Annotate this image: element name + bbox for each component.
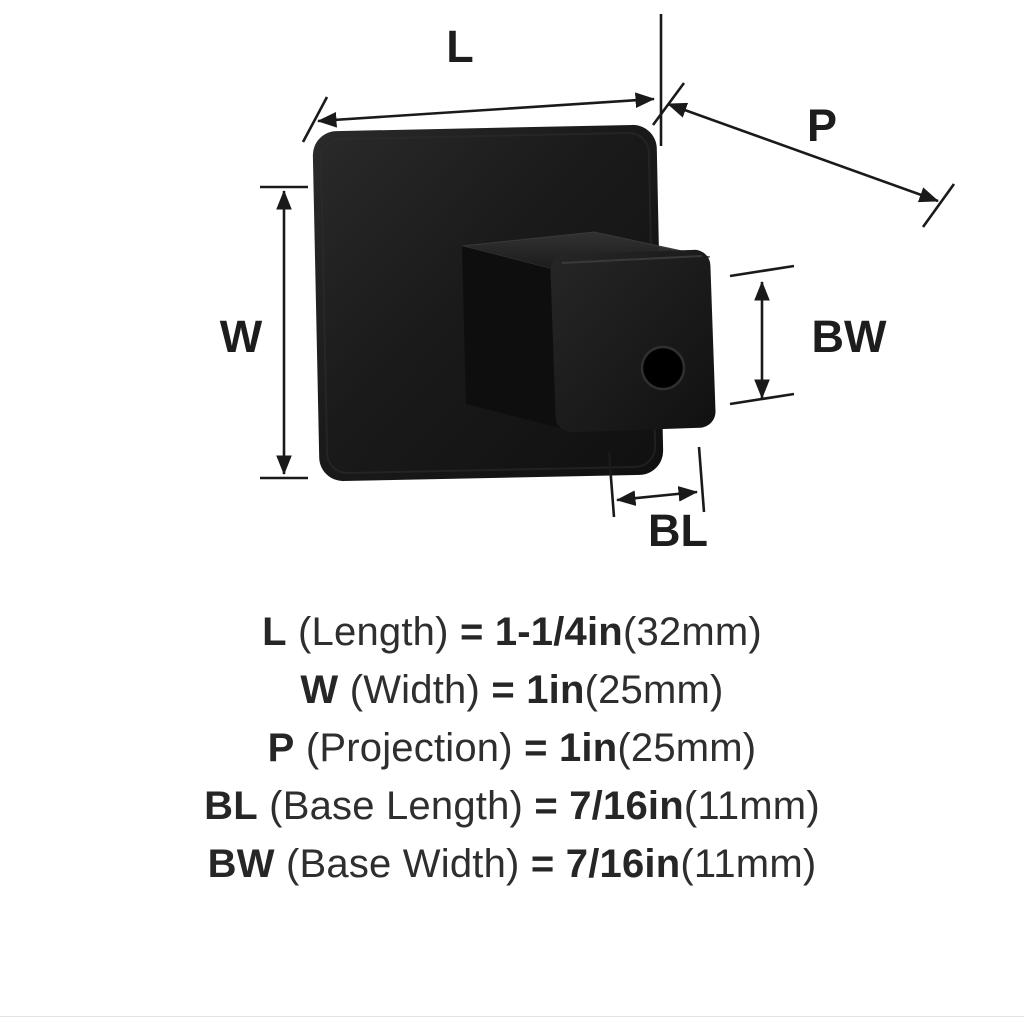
spec-code: L xyxy=(262,610,287,654)
spec-line-base-width: BW (Base Width) = 7/16in(11mm) xyxy=(0,835,1024,893)
knob-illustration xyxy=(312,124,716,482)
dim-base-length-right-extension xyxy=(697,446,706,513)
dim-width-group: W xyxy=(220,185,308,480)
spec-code: W xyxy=(300,668,339,712)
dim-projection-label: P xyxy=(807,100,837,151)
spec-equals: = xyxy=(491,668,527,712)
spec-code: BW xyxy=(207,842,275,886)
spec-value: 7/16in xyxy=(565,842,681,886)
spec-desc: (Base Length) xyxy=(257,784,535,828)
dim-base-width-bottom-tick xyxy=(729,392,795,406)
spec-desc: (Base Width) xyxy=(274,842,531,886)
dim-projection-group: P xyxy=(651,82,956,228)
spec-code: P xyxy=(267,726,295,770)
spec-value: 1in xyxy=(526,668,585,712)
dim-projection-arrow xyxy=(667,102,939,203)
knob-stem-front-top-highlight xyxy=(561,255,703,264)
spec-desc: (Length) xyxy=(286,610,460,654)
dim-base-width-group: BW xyxy=(729,264,887,406)
spec-metric: (25mm) xyxy=(584,668,724,712)
dim-base-length-group: BL xyxy=(607,446,708,556)
dim-base-length-label: BL xyxy=(648,505,708,556)
spec-list: L (Length) = 1-1/4in(32mm) W (Width) = 1… xyxy=(0,603,1024,893)
spec-desc: (Projection) xyxy=(294,726,525,770)
spec-line-base-length: BL (Base Length) = 7/16in(11mm) xyxy=(0,777,1024,835)
spec-equals: = xyxy=(530,842,566,886)
spec-value: 1-1/4in xyxy=(494,610,623,654)
dim-length-arrow xyxy=(317,92,655,128)
dim-base-width-label: BW xyxy=(812,311,887,362)
spec-line-width: W (Width) = 1in(25mm) xyxy=(0,661,1024,719)
dim-length-label: L xyxy=(446,21,474,72)
spec-line-length: L (Length) = 1-1/4in(32mm) xyxy=(0,603,1024,661)
dim-base-width-top-tick xyxy=(729,264,795,278)
dim-base-length-arrow xyxy=(616,486,698,506)
spec-code: BL xyxy=(204,784,258,828)
spec-value: 7/16in xyxy=(569,784,684,828)
spec-metric: (11mm) xyxy=(683,784,820,828)
spec-metric: (25mm) xyxy=(617,726,757,770)
spec-equals: = xyxy=(459,610,495,654)
dim-base-length-left-extension xyxy=(607,451,616,518)
knob-stem-front-face xyxy=(550,249,716,433)
knob-dimension-diagram: L P W BW xyxy=(220,14,956,556)
spec-value: 1in xyxy=(558,726,618,770)
spec-desc: (Width) xyxy=(338,668,492,712)
spec-metric: (32mm) xyxy=(622,610,762,654)
spec-equals: = xyxy=(524,726,559,770)
spec-equals: = xyxy=(534,784,570,828)
dim-length-group: L xyxy=(301,21,655,143)
knob-screw-hole-rim xyxy=(640,345,686,391)
spec-line-projection: P (Projection) = 1in(25mm) xyxy=(0,719,1024,777)
knob-screw-hole xyxy=(642,347,684,389)
bottom-divider xyxy=(0,1016,1024,1017)
dim-width-label: W xyxy=(220,311,263,362)
spec-metric: (11mm) xyxy=(680,842,817,886)
dim-projection-far-tick xyxy=(921,183,956,228)
dimension-annotations: L P W BW xyxy=(220,14,956,556)
knob-stem-side-face xyxy=(462,246,560,428)
